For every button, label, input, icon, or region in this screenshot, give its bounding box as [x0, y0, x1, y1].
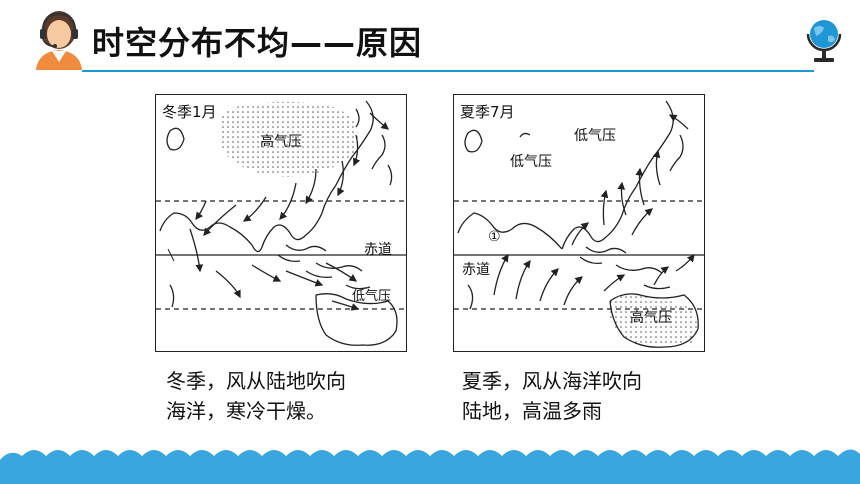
customer-service-avatar-icon — [36, 11, 82, 70]
winter-caption-line-2: 海洋，寒冷干燥。 — [166, 399, 326, 423]
summer-caption-line-1: 夏季，风从海洋吹向 — [462, 369, 642, 393]
header-divider — [82, 70, 814, 72]
winter-season-label: 冬季1月 — [162, 103, 217, 121]
winter-monsoon-map: 冬季1月 高气压 赤道 低气压 — [155, 94, 407, 352]
footer-wave-decoration — [0, 449, 860, 484]
summer-equator-label: 赤道 — [462, 262, 490, 278]
summer-monsoon-map: 夏季7月 低气压 低气压 ① 赤道 高气压 — [453, 94, 705, 352]
summer-caption-line-2: 陆地，高温多雨 — [462, 399, 602, 423]
slide-header: 时空分布不均——原因 — [0, 0, 860, 76]
winter-caption-line-1: 冬季，风从陆地吹向 — [166, 369, 346, 393]
summer-low-pressure-label-2: 低气压 — [510, 154, 552, 170]
winter-caption: 冬季，风从陆地吹向 海洋，寒冷干燥。 — [166, 366, 406, 426]
summer-season-label: 夏季7月 — [460, 103, 515, 121]
winter-low-pressure-label: 低气压 — [352, 289, 392, 304]
globe-icon — [806, 20, 842, 62]
summer-low-pressure-label-1: 低气压 — [574, 128, 616, 144]
winter-map-drawing — [156, 100, 406, 346]
winter-high-pressure-label: 高气压 — [260, 134, 302, 150]
page-title: 时空分布不均——原因 — [92, 24, 423, 62]
summer-map-drawing — [454, 100, 704, 348]
summer-high-pressure-label: 高气压 — [630, 310, 672, 326]
summer-caption: 夏季，风从海洋吹向 陆地，高温多雨 — [462, 366, 702, 426]
summer-marker-label: ① — [488, 229, 501, 245]
winter-equator-label: 赤道 — [364, 242, 392, 258]
